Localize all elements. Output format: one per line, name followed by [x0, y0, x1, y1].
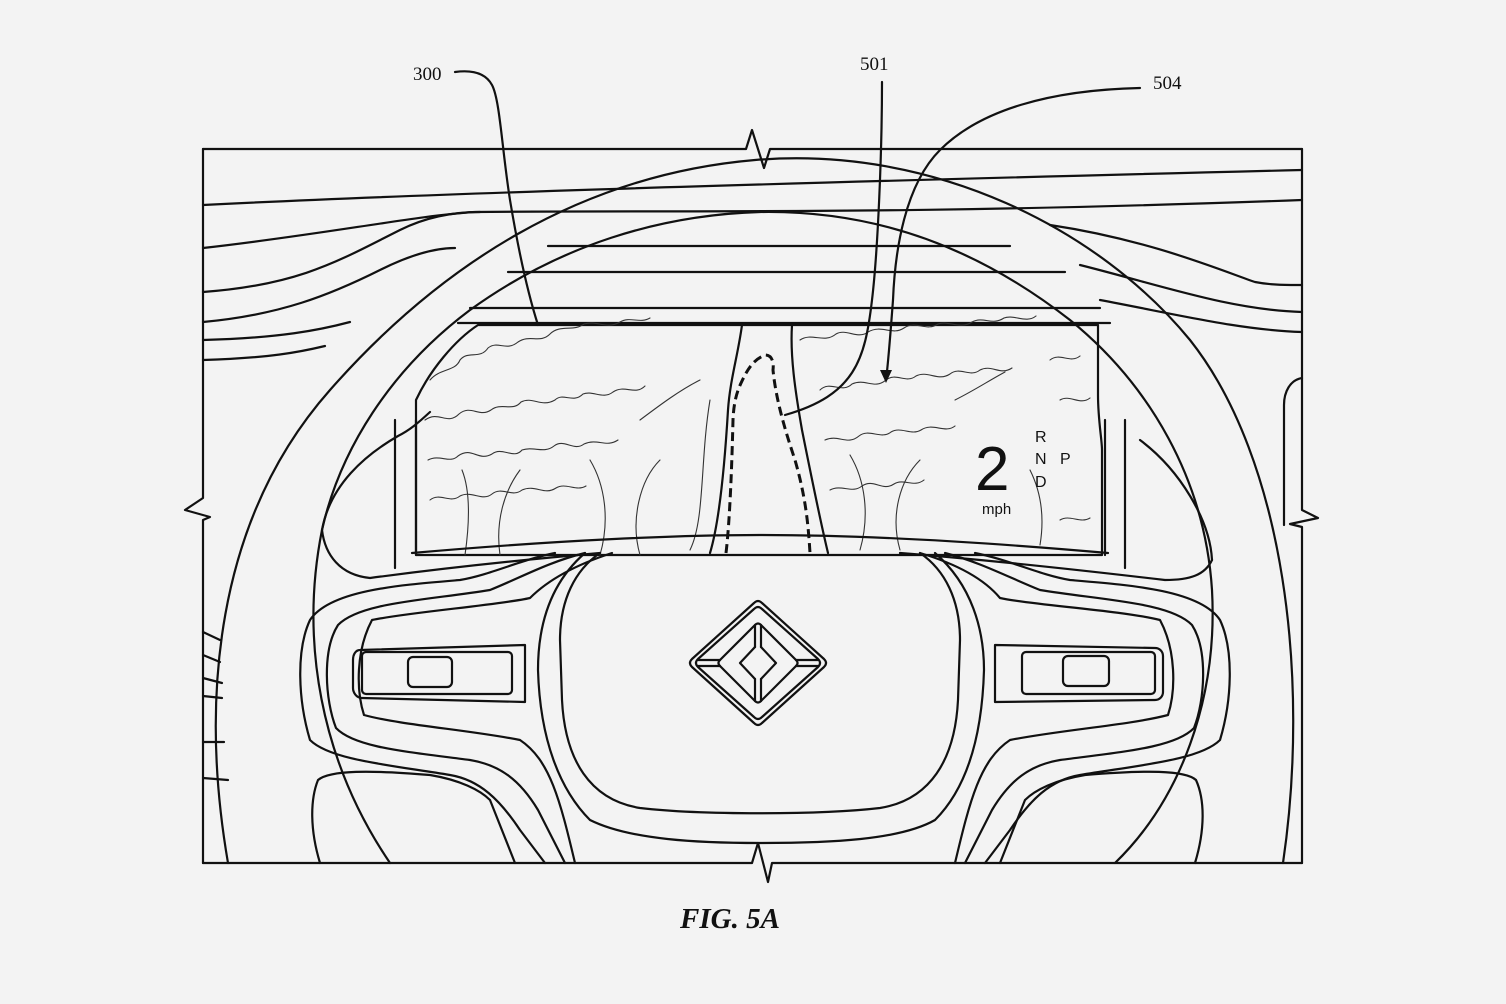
right-spoke-button[interactable]	[1061, 654, 1111, 688]
gear-r: R	[1035, 429, 1047, 446]
gear-p: P	[1060, 451, 1071, 468]
tree-scene	[424, 315, 1091, 556]
left-spoke-control	[351, 643, 527, 704]
left-spoke-button[interactable]	[406, 655, 454, 689]
road	[708, 323, 830, 555]
ref-504: 504	[1153, 73, 1182, 94]
frame	[183, 128, 1320, 884]
right-spoke-control	[993, 643, 1165, 704]
brand-logo-icon	[688, 599, 828, 727]
speed-readout: 2 mph	[975, 435, 1011, 518]
ref-300: 300	[413, 64, 442, 85]
ref-501: 501	[860, 54, 889, 75]
gear-selector: R N D P	[1035, 429, 1071, 491]
steering-wheel-rim	[214, 157, 1295, 865]
gear-d: D	[1035, 474, 1047, 491]
display-screen: 2 mph R N D P	[414, 315, 1104, 557]
steering-wheel-hub	[299, 533, 1231, 865]
arrowhead-icon	[880, 370, 892, 383]
dashboard-contours	[201, 168, 1304, 782]
gear-n: N	[1035, 451, 1047, 468]
speed-unit: mph	[982, 501, 1011, 518]
leader-lines	[453, 70, 1142, 417]
path-indicator	[724, 353, 812, 554]
figure-caption: FIG. 5A	[679, 903, 780, 935]
speed-value: 2	[975, 435, 1009, 504]
